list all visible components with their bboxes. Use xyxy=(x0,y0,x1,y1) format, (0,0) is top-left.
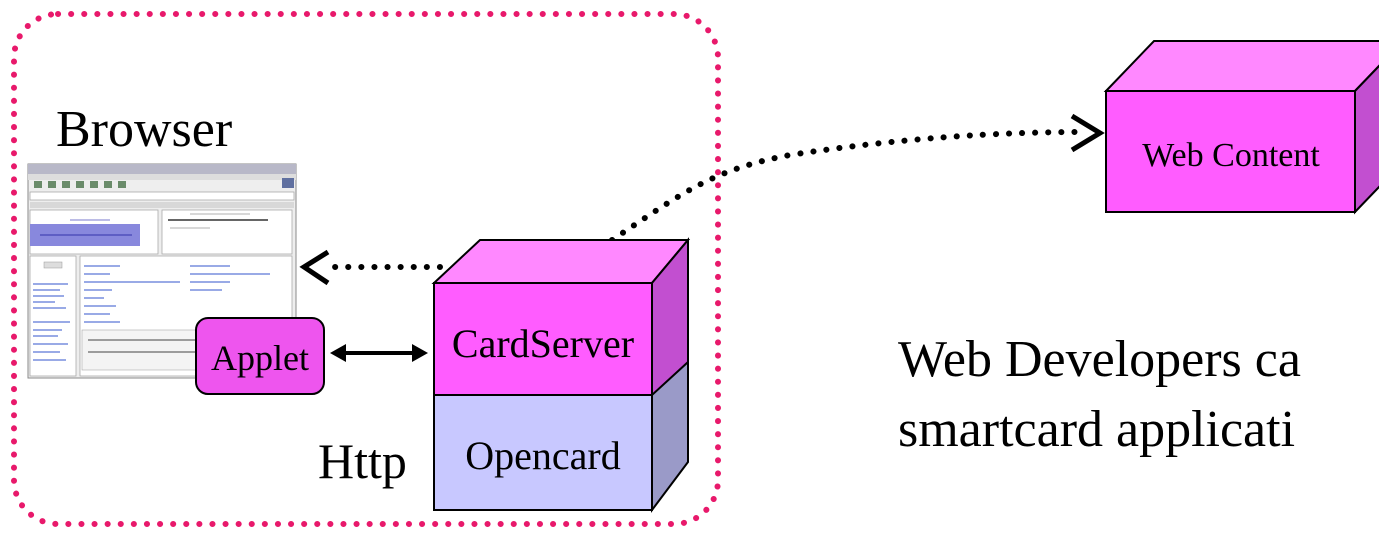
http-label: Http xyxy=(318,433,407,489)
caption-line-2: smartcard applicati xyxy=(898,401,1295,458)
caption-line-1: Web Developers ca xyxy=(898,331,1301,388)
browser-boundary xyxy=(11,11,721,527)
card-stack xyxy=(431,237,691,513)
web-content-label: Web Content xyxy=(1142,137,1320,174)
browser-label: Browser xyxy=(56,101,232,158)
opencard-box xyxy=(433,394,653,511)
opencard-label: Opencard xyxy=(465,433,620,478)
applet-box xyxy=(195,317,325,395)
browser-return-arrowhead xyxy=(299,249,330,286)
card-server-label: CardServer xyxy=(452,321,634,366)
applet-cardserver-arrow xyxy=(330,344,428,362)
web-content-connector xyxy=(609,129,1085,243)
web-content-arrowhead xyxy=(1070,113,1105,153)
applet-label: Applet xyxy=(211,338,309,378)
card-server-box xyxy=(433,282,653,396)
web-content-box xyxy=(1103,40,1379,215)
